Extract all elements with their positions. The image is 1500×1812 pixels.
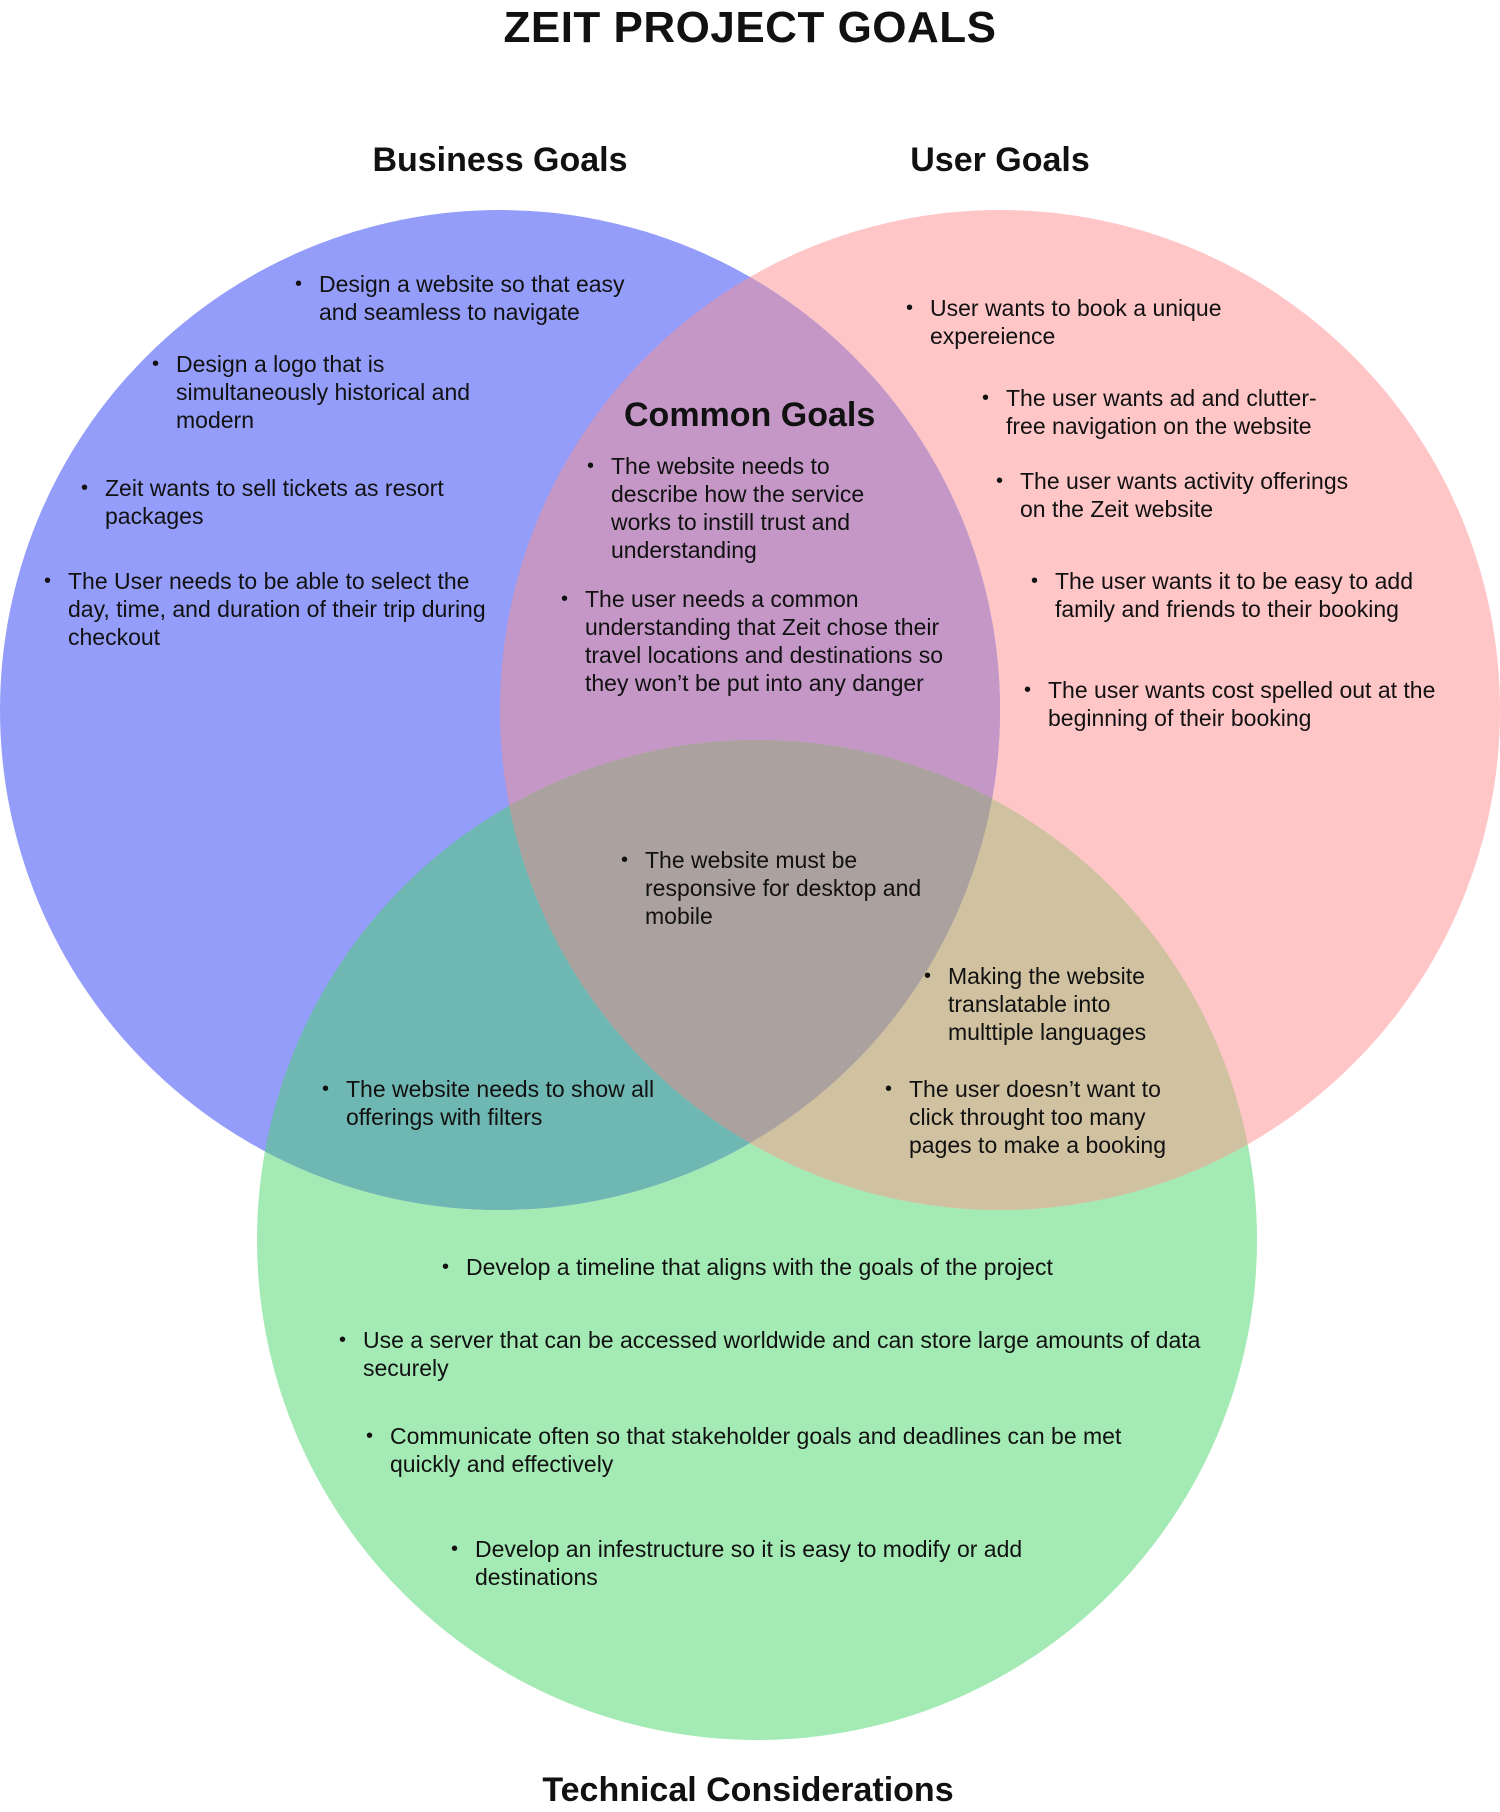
- business-technical-item: •The website needs to show all offerings…: [322, 1076, 655, 1130]
- common-goal-item: •The user needs a common understanding t…: [561, 586, 943, 696]
- user-goal-item: •User wants to book a unique expereience: [906, 295, 1222, 349]
- business-goal-item: •The User needs to be able to select the…: [44, 568, 486, 650]
- technical-item: •Develop an infestructure so it is easy …: [451, 1536, 1023, 1590]
- business-goal-item: •Zeit wants to sell tickets as resort pa…: [81, 475, 444, 529]
- user-goal-item: •The user wants it to be easy to add fam…: [1031, 568, 1413, 622]
- business-goal-item: •Design a website so that easy and seaml…: [295, 271, 625, 325]
- technical-considerations-label: Technical Considerations: [542, 1771, 954, 1809]
- business-goal-item: •Design a logo that is simultaneously hi…: [152, 351, 471, 433]
- user-goal-item: •The user wants activity offerings on th…: [996, 468, 1349, 522]
- common-goals-label: Common Goals: [624, 396, 876, 434]
- technical-item: •Communicate often so that stakeholder g…: [366, 1423, 1122, 1477]
- business-technical-overlap: [257, 740, 1000, 1210]
- user-goals-label: User Goals: [910, 141, 1090, 179]
- user-technical-item: •The user doesn’t want to click throught…: [885, 1076, 1167, 1158]
- user-technical-item: •Making the website translatable into mu…: [924, 963, 1147, 1045]
- user-goal-item: •The user wants cost spelled out at the …: [1024, 677, 1436, 731]
- technical-item: •Use a server that can be accessed world…: [339, 1327, 1201, 1381]
- all-three-item: •The website must be responsive for desk…: [621, 847, 922, 929]
- user-goal-item: •The user wants ad and clutter-free navi…: [982, 385, 1317, 439]
- business-goals-label: Business Goals: [372, 141, 628, 179]
- technical-item: •Develop a timeline that aligns with the…: [442, 1254, 1053, 1280]
- diagram-title: ZEIT PROJECT GOALS: [503, 3, 997, 52]
- common-goal-item: •The website needs to describe how the s…: [587, 453, 865, 563]
